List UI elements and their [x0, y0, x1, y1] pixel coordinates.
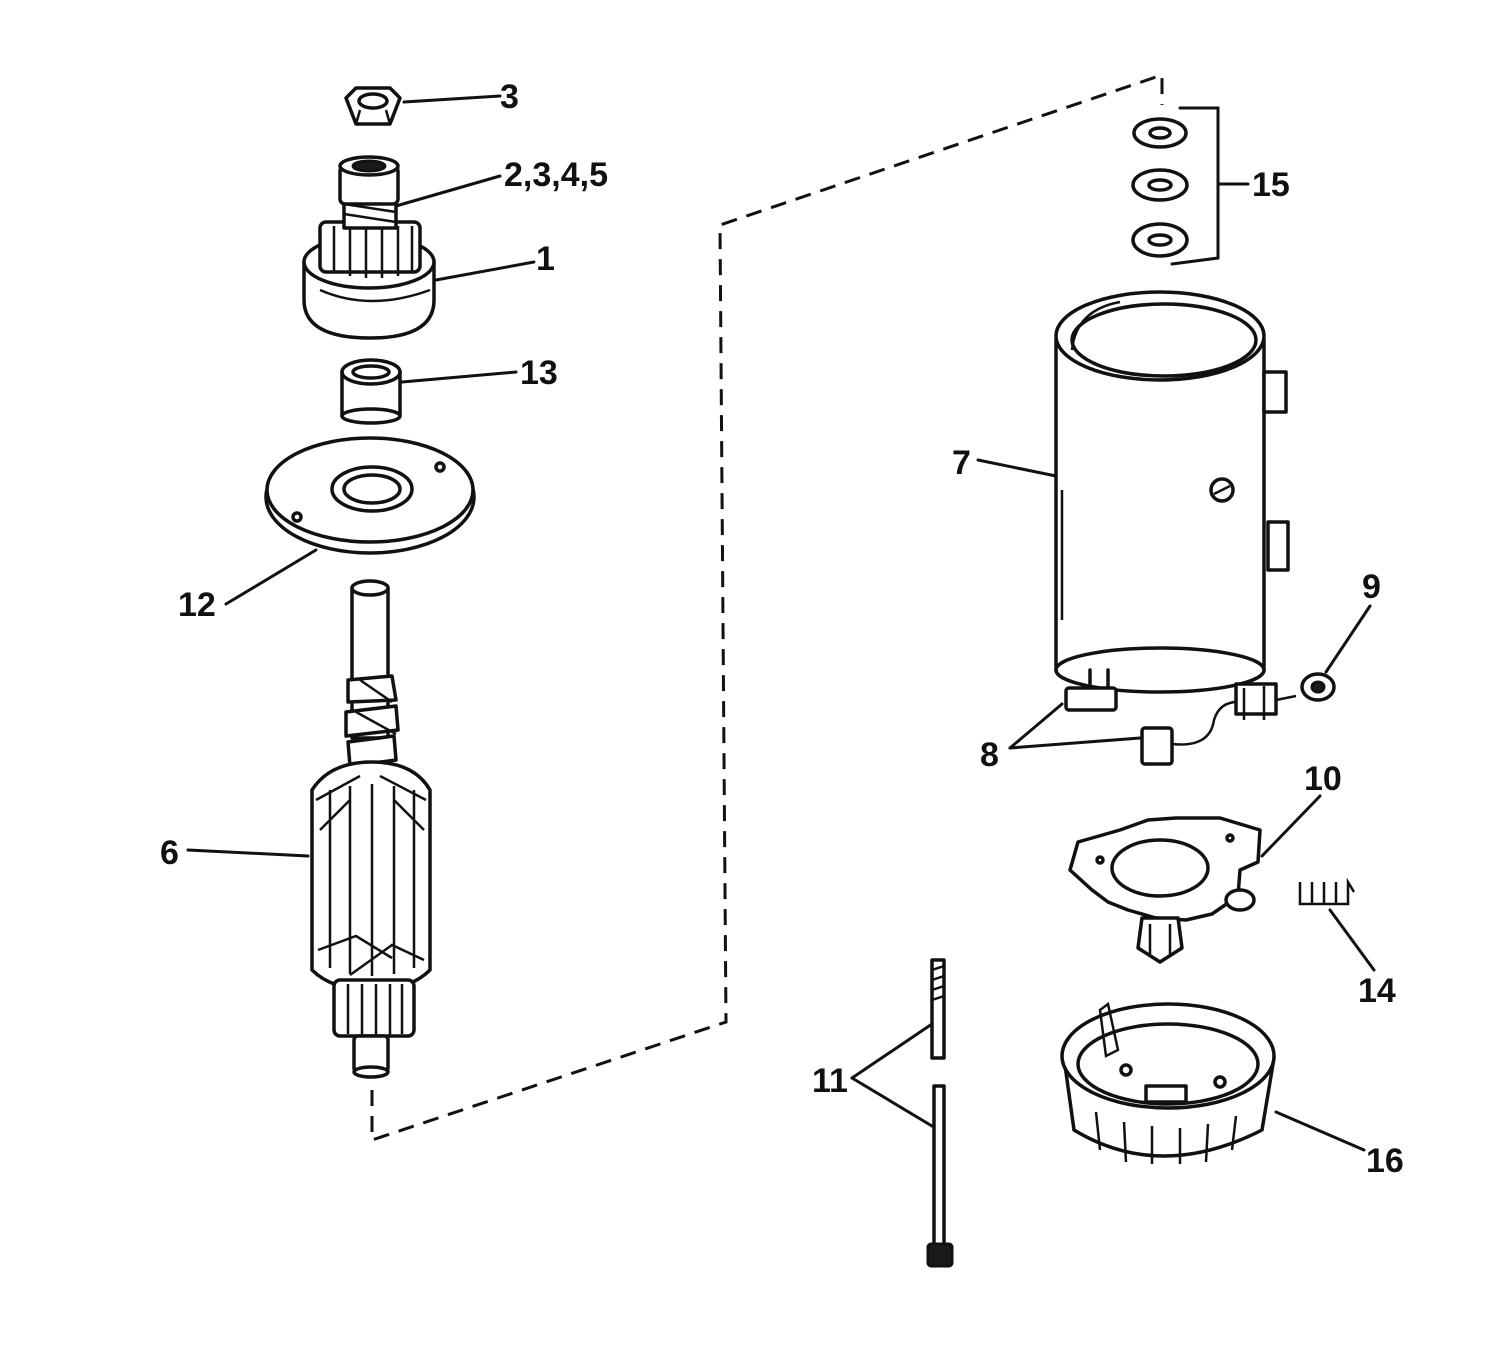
leader-2345: [394, 174, 502, 208]
callout-9: 9: [1362, 568, 1381, 606]
callout-7: 7: [952, 444, 971, 482]
leader-7: [976, 458, 1058, 478]
callout-8: 8: [980, 736, 999, 774]
callout-15: 15: [1252, 166, 1290, 204]
part-8-brushes: [1064, 668, 1297, 766]
callout-16: 16: [1366, 1142, 1404, 1180]
part-12-end-plate: [264, 436, 476, 555]
leader-8a: [1008, 702, 1064, 750]
part-14-spring: [1298, 877, 1356, 906]
leader-14: [1328, 908, 1376, 972]
part-1-drive-assembly: [302, 155, 436, 340]
callout-2345: 2,3,4,5: [504, 156, 608, 194]
callout-14: 14: [1358, 972, 1396, 1010]
part-13-bushing: [340, 358, 402, 425]
leader-11a: [850, 1022, 934, 1080]
callout-13: 13: [520, 354, 558, 392]
callout-11: 11: [812, 1062, 848, 1100]
leader-11b: [850, 1076, 934, 1128]
leader-12: [224, 548, 318, 606]
part-9-nut: [1300, 672, 1336, 702]
leader-13: [400, 370, 518, 384]
leader-6: [186, 848, 310, 858]
assembly-dashed-line: [370, 72, 1164, 1143]
part-11-through-bolts: [926, 958, 954, 1268]
leader-1: [434, 260, 536, 282]
callout-3: 3: [500, 78, 519, 116]
part-10-brush-plate: [1068, 816, 1262, 964]
callout-10: 10: [1304, 760, 1342, 798]
part-3-nut: [344, 86, 402, 126]
callout-1: 1: [536, 240, 555, 278]
leader-3: [402, 94, 502, 104]
leader-9: [1324, 604, 1372, 674]
leader-10: [1260, 794, 1322, 858]
callout-6: 6: [160, 834, 179, 872]
leader-8b: [1008, 736, 1142, 750]
part-6-armature: [310, 579, 432, 1079]
leader-16: [1274, 1110, 1366, 1152]
part-7-field-frame: [1054, 290, 1290, 694]
part-16-end-cap: [1060, 1001, 1276, 1164]
part-15-washers: [1131, 117, 1189, 258]
callout-12: 12: [178, 586, 216, 624]
